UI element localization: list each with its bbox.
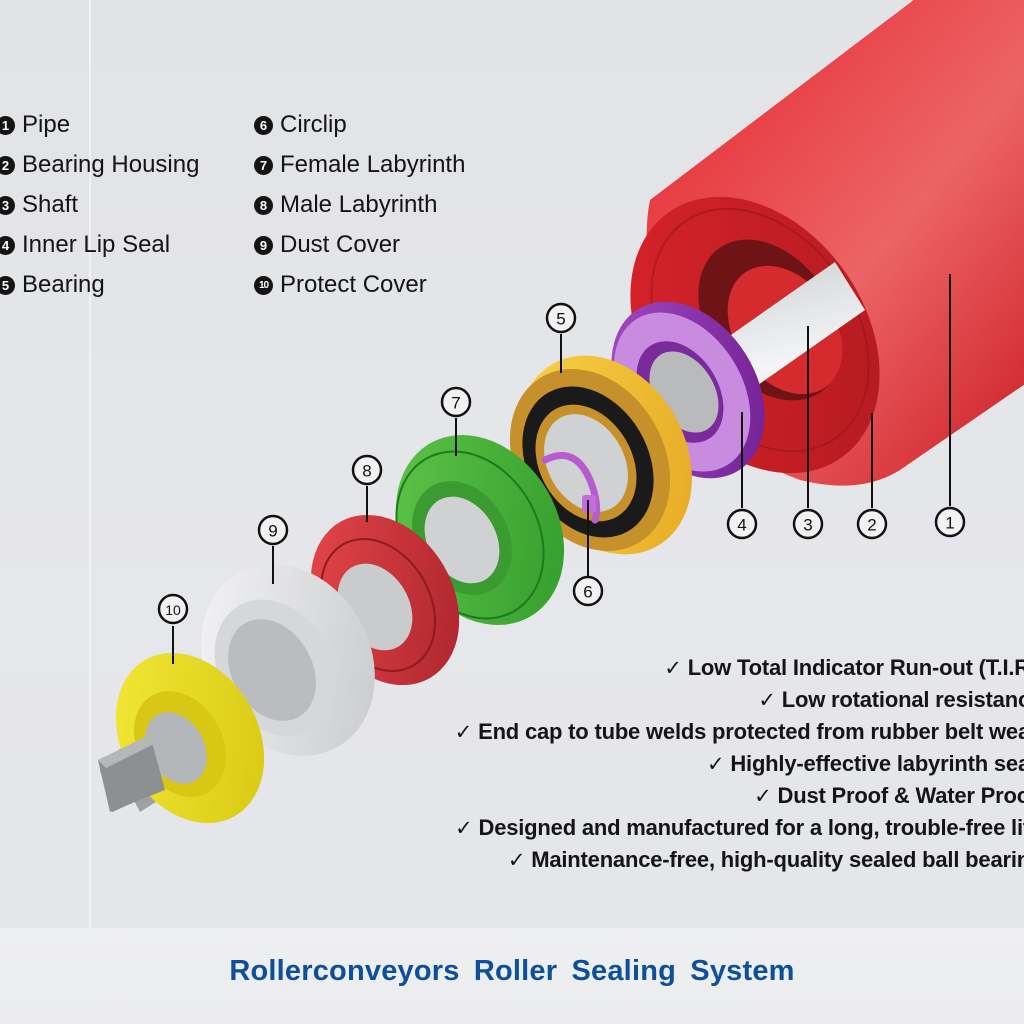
check-icon: ✓ — [454, 721, 473, 744]
check-icon: ✓ — [706, 753, 725, 776]
feature-item: ✓End cap to tube welds protected from ru… — [310, 716, 1024, 748]
svg-text:8: 8 — [362, 462, 371, 481]
svg-text:4: 4 — [737, 516, 746, 535]
feature-item: ✓Highly-effective labyrinth sea — [310, 748, 1024, 780]
svg-text:6: 6 — [583, 583, 592, 602]
parts-legend-column-2: 6 Circlip 7 Female Labyrinth 8 Male Laby… — [254, 105, 465, 305]
number-badge-icon: 6 — [254, 115, 273, 135]
callout-10: 10 — [157, 593, 189, 625]
feature-text: Maintenance-free, high-quality sealed ba… — [531, 847, 1024, 872]
svg-text:2: 2 — [867, 516, 876, 535]
legend-label: Male Labyrinth — [280, 191, 438, 218]
check-icon: ✓ — [754, 785, 772, 808]
svg-text:10: 10 — [165, 602, 181, 618]
page-title: Rollerconveyors Roller Sealing System — [229, 955, 795, 987]
callout-2: 2 — [856, 508, 888, 540]
feature-item: ✓Dust Proof & Water Proo — [310, 780, 1024, 812]
feature-text: Low rotational resistanc — [781, 687, 1024, 712]
feature-item: ✓Designed and manufactured for a long, t… — [310, 812, 1024, 844]
check-icon: ✓ — [664, 657, 682, 680]
number-badge-icon: 9 — [254, 235, 273, 255]
legend-item-circlip: 6 Circlip — [254, 105, 465, 145]
svg-text:9: 9 — [268, 522, 277, 541]
legend-item-pipe: 1 Pipe — [0, 105, 199, 145]
check-icon: ✓ — [455, 817, 473, 840]
legend-item-protect-cover: 10 Protect Cover — [254, 265, 465, 305]
legend-label: Inner Lip Seal — [22, 231, 171, 258]
legend-item-shaft: 3 Shaft — [0, 185, 199, 225]
feature-text: End cap to tube welds protected from rub… — [478, 719, 1024, 744]
callout-8: 8 — [351, 454, 383, 486]
number-badge-icon: 2 — [0, 155, 15, 175]
legend-item-dust-cover: 9 Dust Cover — [254, 225, 465, 265]
svg-text:1: 1 — [945, 514, 954, 533]
callout-3: 3 — [792, 508, 824, 540]
legend-label: Shaft — [22, 191, 79, 218]
features-list: ✓Low Total Indicator Run-out (T.I.R ✓Low… — [310, 652, 1024, 876]
callout-4: 4 — [726, 508, 758, 540]
feature-text: Designed and manufactured for a long, tr… — [478, 815, 1024, 840]
check-icon: ✓ — [758, 689, 776, 712]
number-badge-icon: 1 — [0, 115, 15, 135]
legend-item-bearing: 5 Bearing — [0, 265, 199, 305]
legend-item-bearing-housing: 2 Bearing Housing — [0, 145, 199, 185]
callout-7: 7 — [440, 386, 472, 418]
feature-text: Low Total Indicator Run-out (T.I.R — [687, 655, 1024, 680]
legend-label: Bearing Housing — [22, 151, 200, 178]
legend-label: Protect Cover — [280, 271, 427, 298]
number-badge-icon: 7 — [254, 155, 273, 175]
callout-1: 1 — [934, 506, 966, 538]
legend-label: Dust Cover — [280, 231, 401, 258]
feature-item: ✓Low Total Indicator Run-out (T.I.R — [310, 652, 1024, 684]
leader-lines — [172, 274, 951, 664]
callout-6: 6 — [572, 575, 604, 607]
callout-5: 5 — [545, 302, 577, 334]
svg-text:7: 7 — [451, 394, 460, 413]
number-badge-icon: 10 — [254, 275, 273, 295]
legend-label: Bearing — [22, 271, 105, 298]
legend-item-inner-lip-seal: 4 Inner Lip Seal — [0, 225, 199, 265]
callout-9: 9 — [257, 514, 289, 546]
divider-line — [89, 0, 91, 928]
number-badge-icon: 5 — [0, 275, 15, 295]
footer-band — [0, 928, 1024, 1024]
number-badge-icon: 8 — [254, 195, 273, 215]
number-badge-icon: 4 — [0, 235, 15, 255]
parts-legend-column-1: 1 Pipe 2 Bearing Housing 3 Shaft 4 Inner… — [0, 105, 199, 305]
legend-label: Circlip — [280, 111, 347, 138]
legend-label: Pipe — [22, 111, 71, 138]
feature-text: Dust Proof & Water Proo — [777, 783, 1024, 808]
svg-text:3: 3 — [803, 516, 812, 535]
legend-item-male-labyrinth: 8 Male Labyrinth — [254, 185, 465, 225]
exploded-roller-diagram: 1 2 3 4 5 6 7 8 9 10 — [98, 0, 1024, 824]
protect-cover-part — [98, 652, 265, 824]
legend-label: Female Labyrinth — [280, 151, 466, 178]
feature-item: ✓Maintenance-free, high-quality sealed b… — [310, 844, 1024, 876]
svg-text:5: 5 — [556, 310, 565, 329]
check-icon: ✓ — [507, 849, 526, 872]
feature-text: Highly-effective labyrinth sea — [730, 751, 1024, 776]
number-badge-icon: 3 — [0, 195, 15, 215]
feature-item: ✓Low rotational resistanc — [310, 684, 1024, 716]
legend-item-female-labyrinth: 7 Female Labyrinth — [254, 145, 465, 185]
